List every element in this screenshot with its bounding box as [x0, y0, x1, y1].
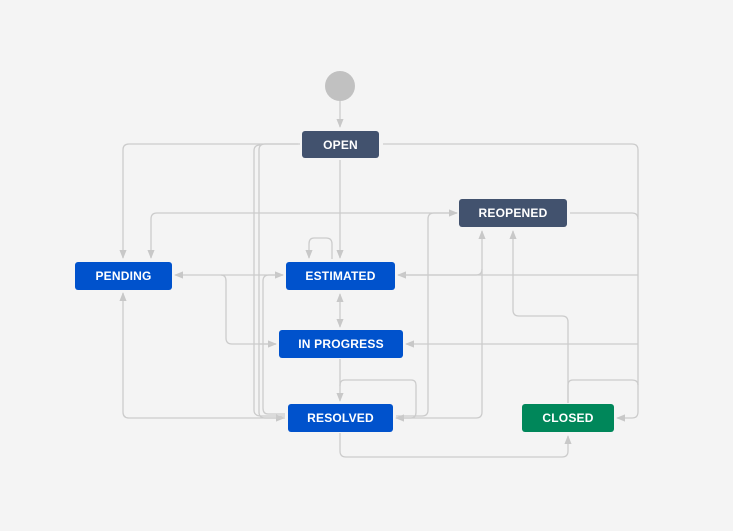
start-node[interactable]	[325, 71, 355, 101]
transition-resolved-open-b	[253, 144, 285, 417]
transition-resolved-open-a	[258, 143, 298, 419]
transition-pending-inprogress	[220, 274, 277, 348]
status-resolved[interactable]: RESOLVED	[288, 404, 393, 432]
status-pending[interactable]: PENDING	[75, 262, 172, 290]
transition-open-closed	[383, 143, 639, 422]
status-open[interactable]: OPEN	[302, 131, 379, 158]
status-in-progress[interactable]: IN PROGRESS	[279, 330, 403, 358]
transition-resolved-reopened-b	[396, 209, 458, 417]
transition-estimated-reopened	[398, 268, 483, 276]
transition-reopened-pending	[147, 212, 457, 259]
transition-reopened-right	[570, 212, 639, 220]
transition-pending-resolved	[119, 292, 285, 422]
transition-open-pending	[119, 143, 300, 259]
status-closed[interactable]: CLOSED	[522, 404, 614, 432]
transition-closed-reopened	[509, 230, 569, 403]
status-reopened[interactable]: REOPENED	[459, 199, 567, 227]
transition-resolved-loop	[339, 379, 417, 422]
transition-resolved-closed	[339, 433, 572, 458]
transition-closed-loop	[567, 379, 639, 403]
transition-estimated-self	[305, 237, 333, 259]
status-estimated[interactable]: ESTIMATED	[286, 262, 395, 290]
transition-resolved-reopened-a	[396, 230, 486, 419]
